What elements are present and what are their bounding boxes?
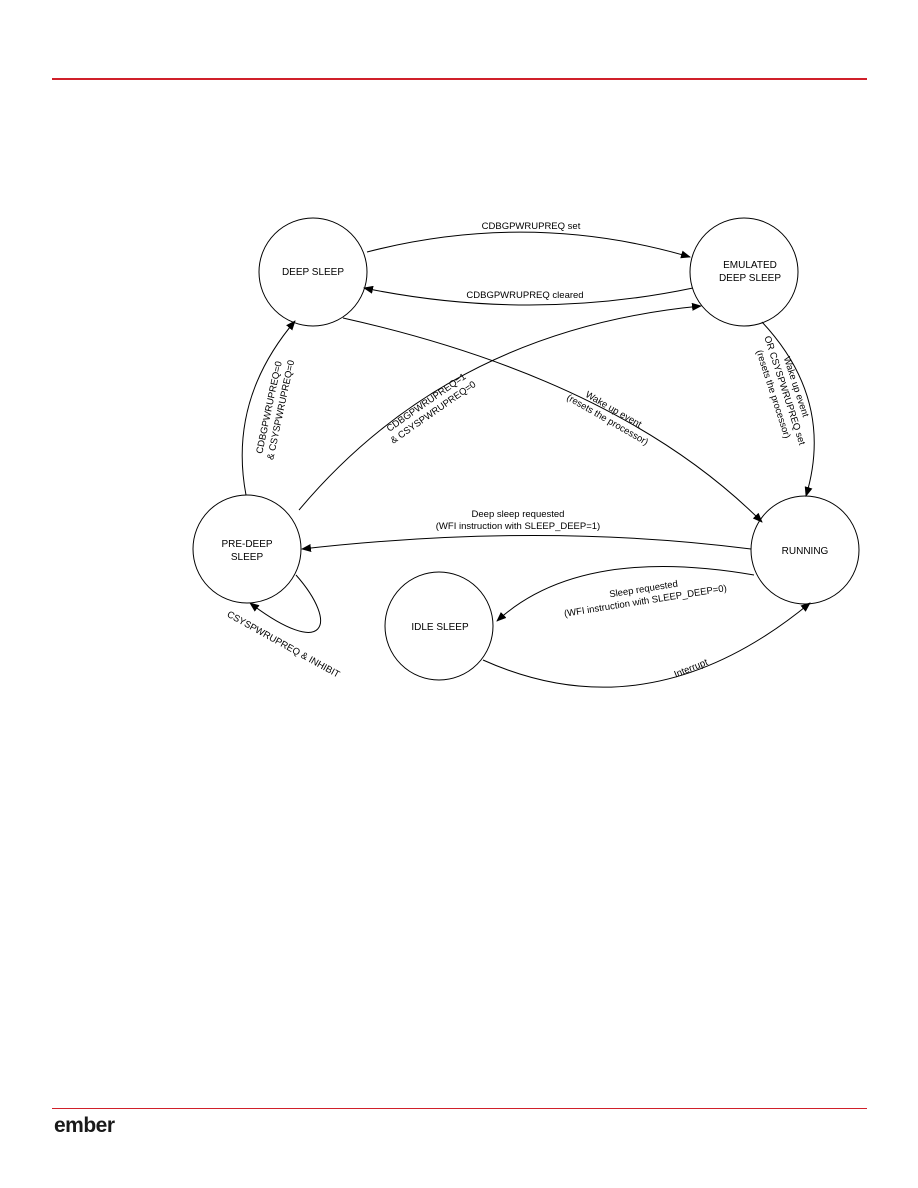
- state-idle-sleep: IDLE SLEEP: [384, 571, 494, 681]
- header-rule: [52, 78, 867, 80]
- transition-pre-to-deep: CDBGPWRUPREQ=0 & CSYSPWRUPREQ=0: [241, 320, 297, 496]
- transition-running-to-pre: Deep sleep requested (WFI instruction wi…: [301, 509, 752, 552]
- state-running-label: RUNNING: [782, 546, 829, 557]
- transition-running-to-pre-label-2: (WFI instruction with SLEEP_DEEP=1): [436, 521, 600, 532]
- transition-idle-to-running: Interrupt: [482, 602, 811, 688]
- state-pre-deep-label-2: SLEEP: [231, 552, 264, 563]
- state-pre-deep-sleep: PRE-DEEP SLEEP: [192, 494, 302, 604]
- transition-emulated-to-deep-label: CDBGPWRUPREQ cleared: [466, 290, 583, 301]
- state-emulated-label-2: DEEP SLEEP: [719, 273, 781, 284]
- state-idle-label: IDLE SLEEP: [411, 622, 469, 633]
- transition-emulated-to-running: Wake up event OR CSYSPWRUPREQ set (reset…: [753, 321, 815, 497]
- transition-pre-to-emulated: CDBGPWRUPREQ=1 & CSYSPWRUPREQ=0: [298, 302, 702, 511]
- state-emulated-deep-sleep: EMULATED DEEP SLEEP: [689, 217, 799, 327]
- transition-emulated-to-deep: CDBGPWRUPREQ cleared: [363, 285, 694, 306]
- state-running: RUNNING: [750, 495, 860, 605]
- transition-idle-to-running-label: Interrupt: [673, 657, 710, 681]
- footer-rule: [52, 1108, 867, 1109]
- state-deep-sleep: DEEP SLEEP: [258, 217, 368, 327]
- state-emulated-label-1: EMULATED: [723, 260, 777, 271]
- transition-pre-self-loop-label: CSYSPWRUPREQ & INHIBIT: [225, 609, 342, 680]
- transition-running-to-idle: Sleep requested (WFI instruction with SL…: [496, 566, 755, 622]
- transition-deep-to-emulated-label: CDBGPWRUPREQ set: [482, 221, 581, 232]
- transition-deep-to-emulated: CDBGPWRUPREQ set: [366, 221, 691, 259]
- transition-running-to-pre-label-1: Deep sleep requested: [472, 509, 565, 520]
- state-deep-sleep-label: DEEP SLEEP: [282, 267, 344, 278]
- state-pre-deep-label-1: PRE-DEEP: [221, 539, 272, 550]
- ember-logo: ember: [54, 1114, 115, 1137]
